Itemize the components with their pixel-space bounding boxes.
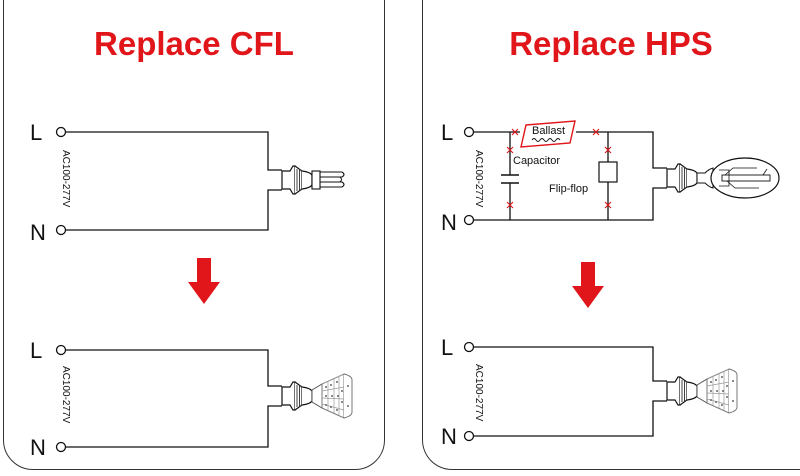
hps-bottom-circuit: L N AC100-277V [441,335,737,449]
neutral-wire [474,400,667,437]
led-corn-bulb-icon [282,374,352,418]
hps-top-circuit: L N AC100-277V Ballast Capacitor Flip-fl… [441,120,779,235]
line-wire [474,346,667,382]
down-arrow-icon [572,262,604,308]
hps-bulb-icon [667,158,779,198]
flip-flop-icon [598,161,618,183]
voltage-label: AC100-277V [60,366,71,424]
terminal-n [463,214,475,226]
title-replace-hps: Replace HPS [509,25,713,62]
down-arrow-icon [188,258,220,304]
capacitor-label: Capacitor [513,155,560,167]
cfl-top-circuit: L N AC100-277V [30,120,344,245]
neutral-wire [66,405,282,448]
terminal-l [55,344,67,356]
terminal-n [55,224,67,236]
terminal-l [55,126,67,138]
neutral-wire [66,189,282,231]
terminal-l-label: L [30,338,42,363]
terminal-l [463,126,475,138]
line-wire [474,131,667,169]
neutral-wire [474,187,667,221]
terminal-l-label: L [441,120,453,145]
cfl-bottom-circuit: L N AC100-277V [30,338,352,460]
terminal-n-label: N [441,424,457,449]
led-corn-bulb-icon [667,369,737,413]
coil-icon [531,138,561,142]
terminal-n-label: N [441,210,457,235]
title-replace-cfl: Replace CFL [94,25,294,62]
terminal-l-label: L [441,335,453,360]
terminal-n [55,441,67,453]
flip-flop-label: Flip-flop [549,183,588,195]
voltage-label: AC100-277V [473,364,484,422]
line-wire [66,131,282,171]
ballast [520,120,576,148]
voltage-label: AC100-277V [473,150,484,208]
terminal-l [463,341,475,353]
ballast-label: Ballast [532,125,565,137]
terminal-n-label: N [30,220,46,245]
cfl-bulb-icon [282,166,344,194]
voltage-label: AC100-277V [60,150,71,208]
terminal-n [463,430,475,442]
line-wire [66,349,282,387]
terminal-l-label: L [30,120,42,145]
terminal-n-label: N [30,435,46,460]
capacitor-icon [501,174,519,184]
